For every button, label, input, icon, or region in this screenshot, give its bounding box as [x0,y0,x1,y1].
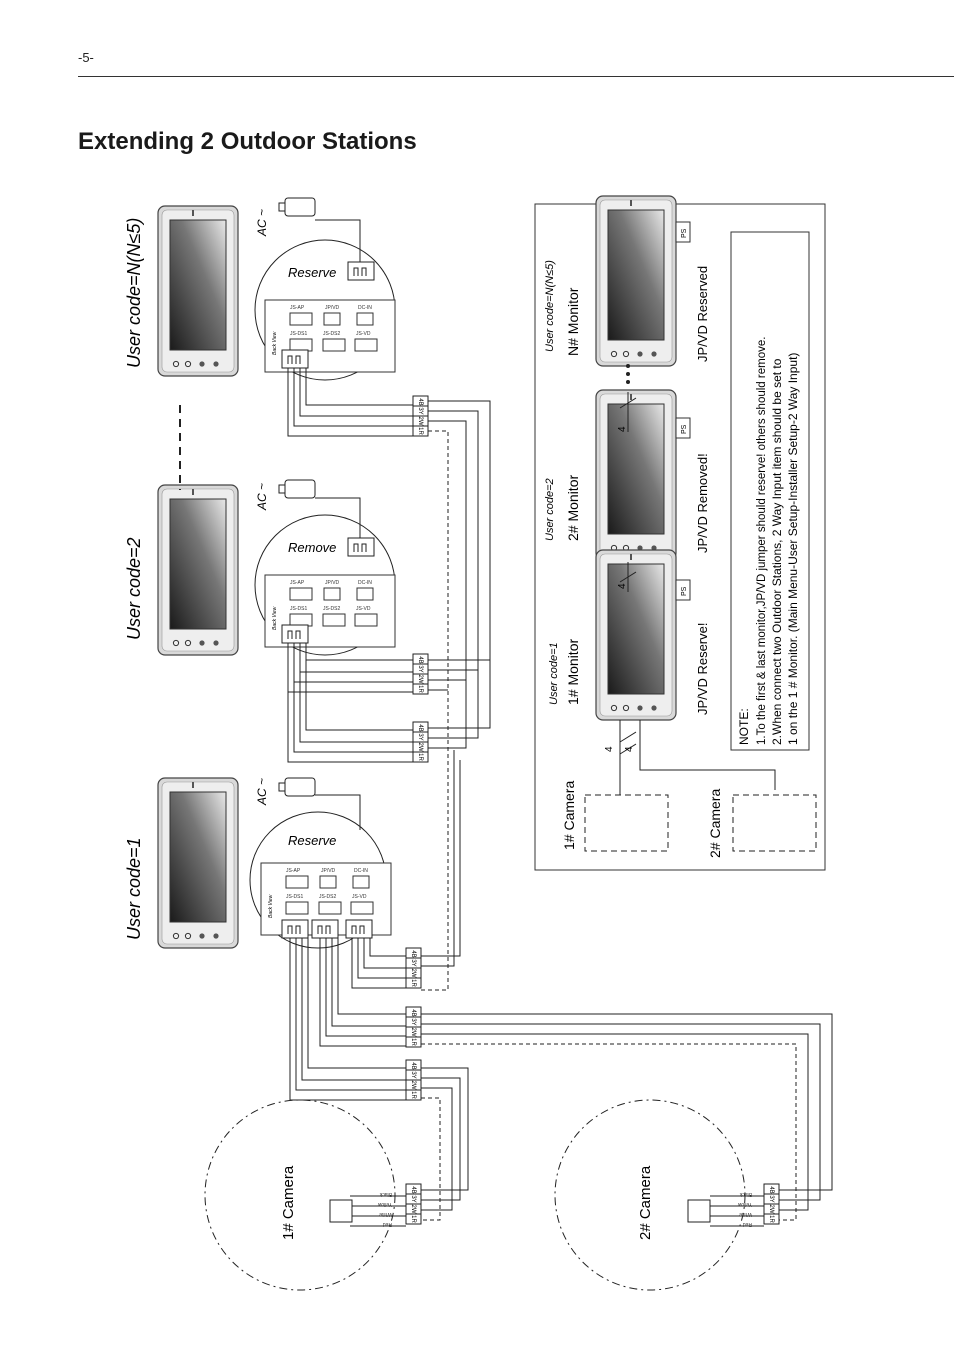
cam1-wire-white: White [379,1211,392,1217]
cam1-wire-red: Red [383,1221,392,1227]
inset-user-code-2: User code=2 [544,478,556,541]
cam2-wire-black: Black [739,1191,752,1197]
note-line-3: 1 on the 1 # Monitor. (Main Menu-User Se… [786,353,800,745]
cam2-wire-white: White [739,1211,752,1217]
cam2-wire-red: Red [743,1221,752,1227]
ps-1: PS [681,586,688,596]
power-label-1: AC ~ [255,778,269,806]
inset-user-code-1: User code=1 [548,642,560,705]
backview-code-n: Reserve AC ~ [254,197,396,381]
inset-panel: User code=N(N≤5) N# Monitor User code=2 … [534,195,826,871]
cam1-wire-black: Black [379,1191,392,1197]
inset-jumper-n: JP/VD Reserved [695,266,710,362]
backview-code-2: Remove AC ~ [254,479,396,656]
camera-1: 1# Camera Black Yellow White Red [204,1099,396,1291]
note-line-2: 2.When connect two Outdoor Stations, 2 W… [770,358,784,745]
camera-2-label: 2# Camera [637,1165,654,1240]
jumper-label-1: Reserve [288,833,336,848]
user-code-n: User code=N(N≤5) [124,218,144,368]
inset-camera-1: 1# Camera [561,781,577,850]
monitor-code-n [157,205,239,377]
wiring [287,368,833,1227]
inset-monitor-n: N# Monitor [565,287,581,356]
header-rule [78,76,954,77]
wire-count-b: 4 [617,426,628,432]
camera-1-label: 1# Camera [280,1165,297,1240]
wire-count-a: 4 [617,583,628,589]
note-line-1: 1.To the first & last monitor,JP/VD jump… [756,337,768,745]
note-title: NOTE: [737,708,751,745]
user-code-2: User code=2 [124,537,144,640]
jumper-label-2: Remove [288,540,336,555]
monitor-code-1 [157,777,239,949]
camera-2: 2# Camera Black Yellow White Red [554,1099,752,1291]
page-number: -5- [78,50,94,65]
inset-user-code-n: User code=N(N≤5) [544,260,556,352]
cam1-wire-yellow: Yellow [377,1201,392,1207]
power-label-2: AC ~ [255,483,269,511]
ps-n: PS [681,228,688,238]
inset-jumper-1: JP/VD Reserve! [695,623,710,715]
user-code-1: User code=1 [124,837,144,940]
wire-count-d: 4 [624,746,635,752]
inset-camera-2: 2# Camera [707,789,723,858]
power-label-n: AC ~ [255,209,269,237]
cam2-wire-yellow: Yellow [737,1201,752,1207]
backview-code-1: Reserve AC ~ [249,777,392,949]
inset-jumper-2: JP/VD Removed! [695,453,710,553]
ps-2: PS [681,424,688,434]
monitor-code-2 [157,484,239,656]
inset-monitor-2: 2# Monitor [565,475,581,541]
inset-monitor-1: 1# Monitor [565,639,581,705]
page-title: Extending 2 Outdoor Stations [78,128,417,155]
wire-count-c: 4 [604,746,615,752]
jumper-label-n: Reserve [288,265,336,280]
